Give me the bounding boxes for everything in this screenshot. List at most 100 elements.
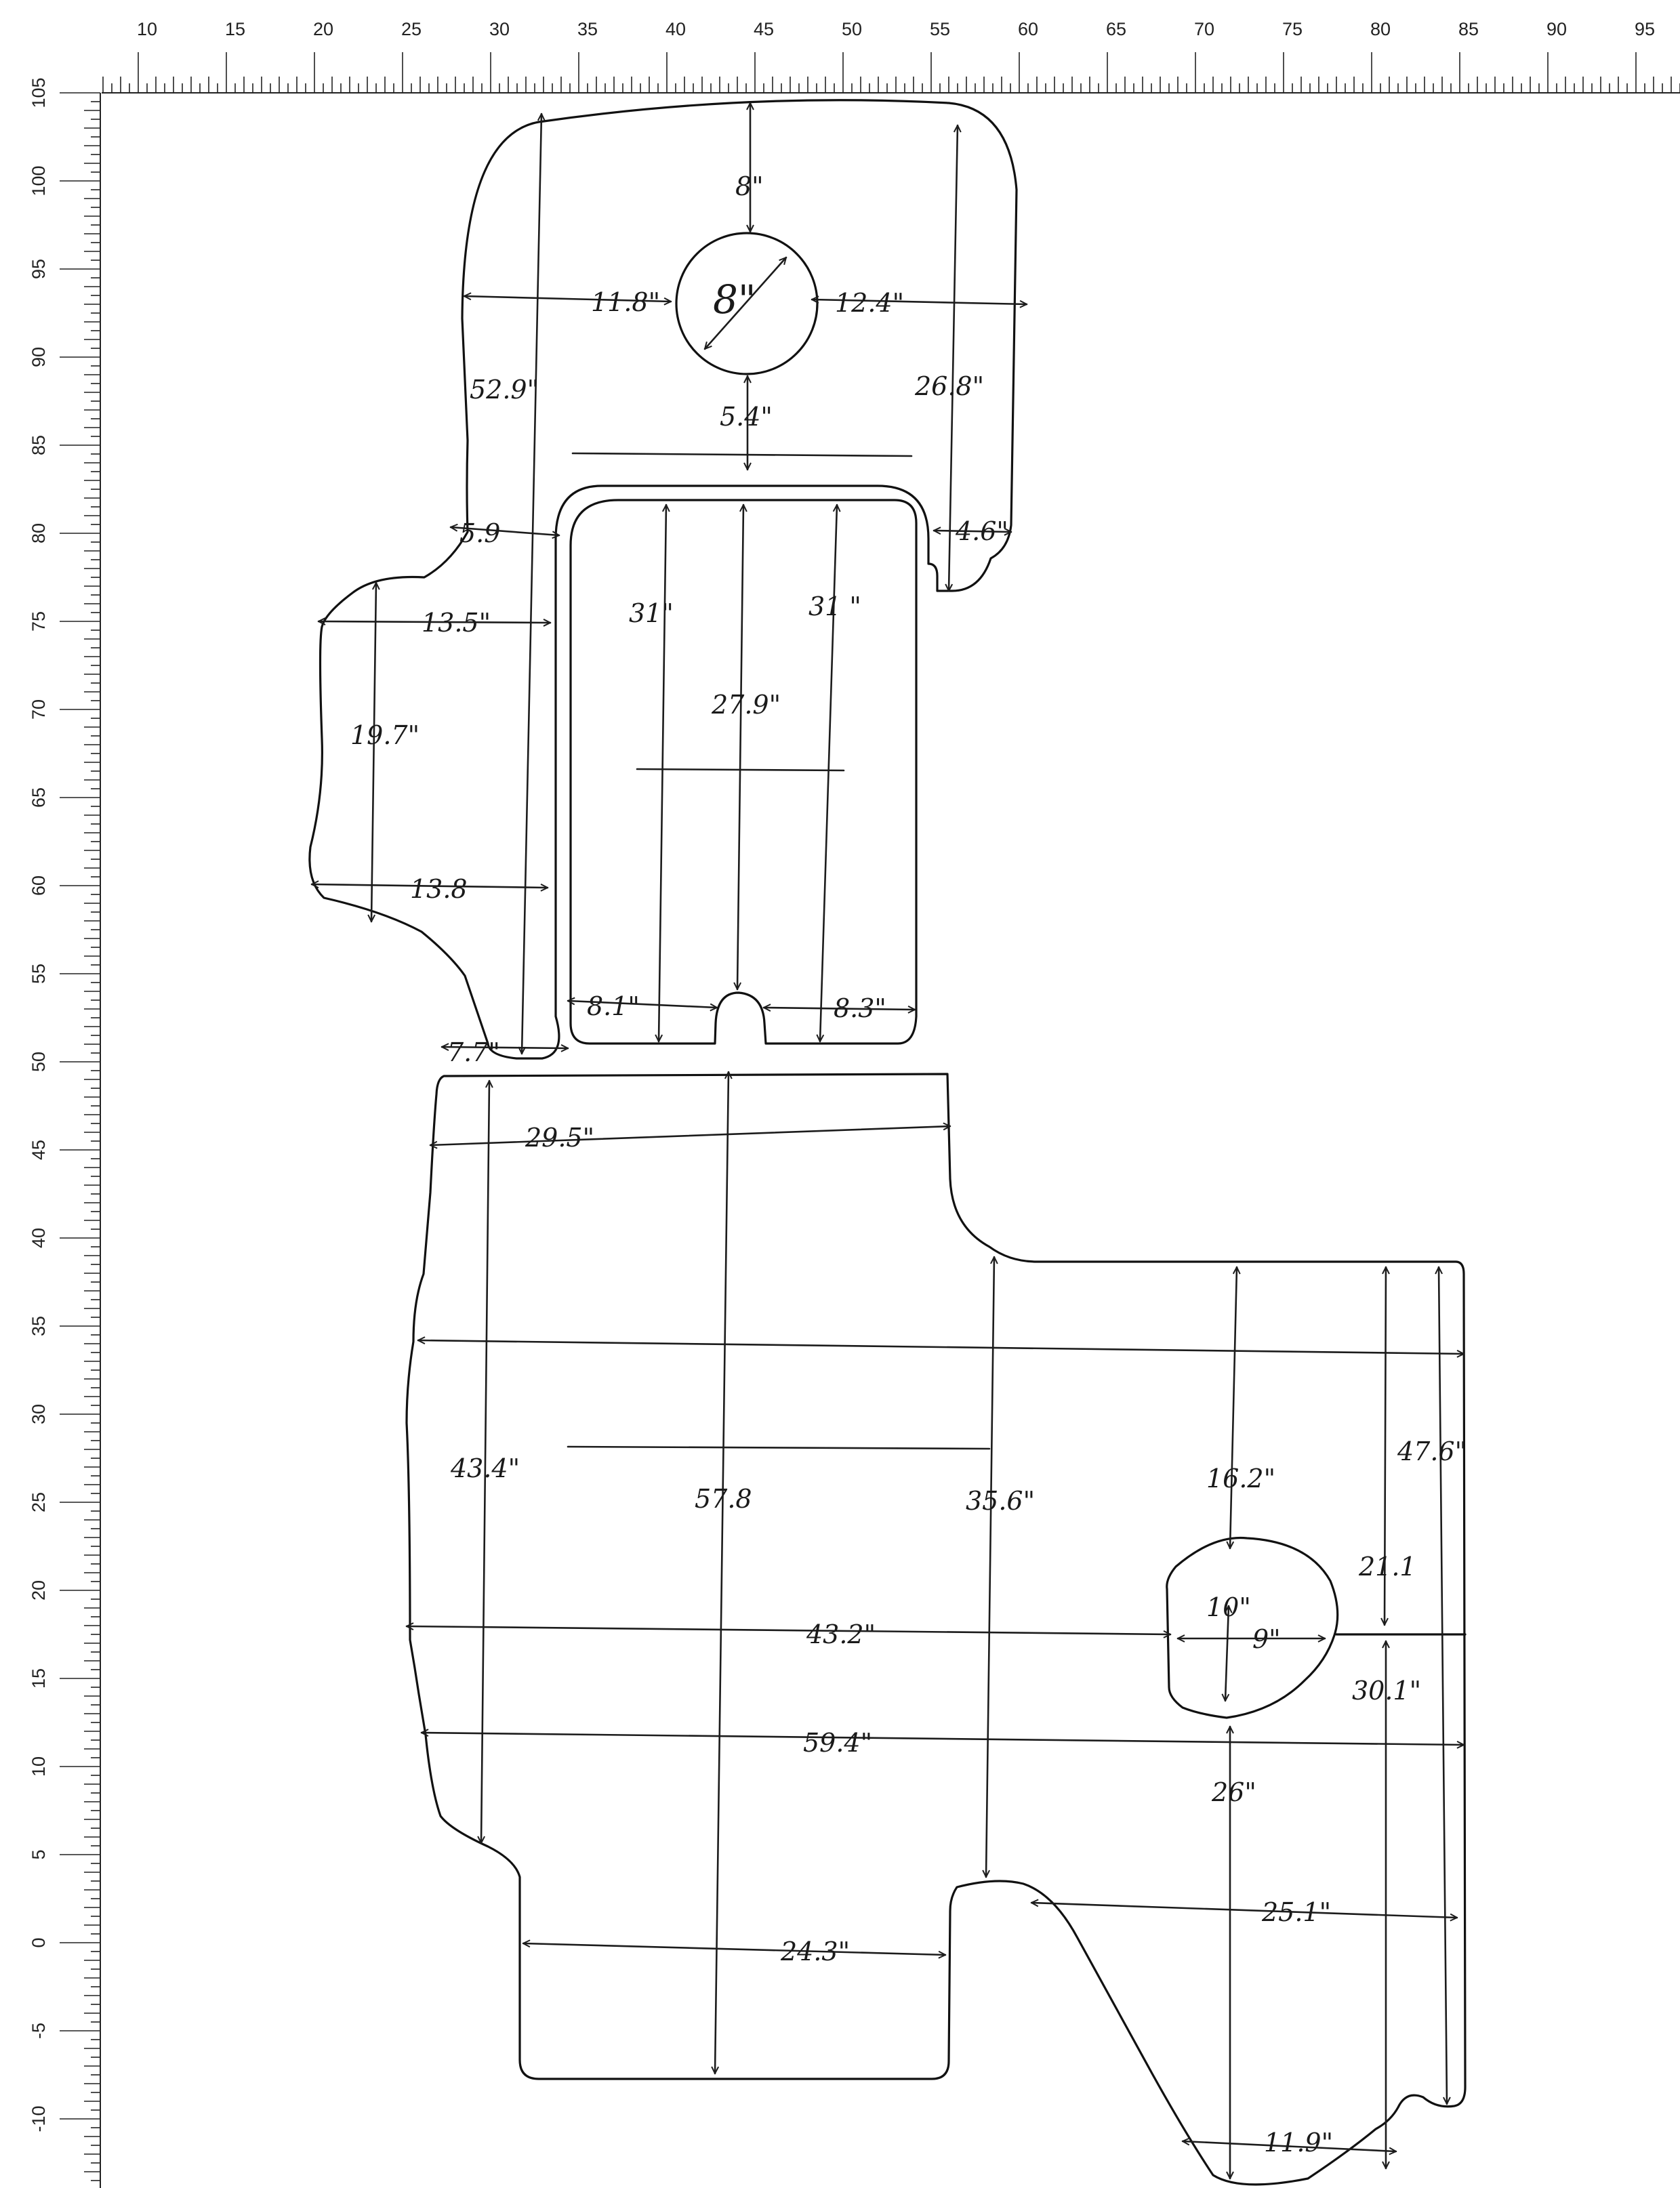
dim-label-30-1: 30.1" — [1352, 1676, 1421, 1706]
dim-label-29-5: 29.5" — [525, 1123, 594, 1153]
dim-line-31-left — [659, 503, 666, 1043]
left-ruler: 105 100 95 90 85 80 75 70 65 60 55 50 45… — [28, 77, 101, 2188]
dim-label-43-4: 43.4" — [450, 1453, 520, 1483]
dim-label-9: 9" — [1252, 1624, 1281, 1654]
left-ruler-label: 105 — [28, 77, 49, 108]
dim-label-5-4: 5.4" — [720, 402, 773, 432]
dim-line-wide-top — [417, 1340, 1465, 1354]
dim-line-10 — [1225, 1605, 1229, 1702]
lower-piece-oval-hole — [1166, 1536, 1339, 1719]
dim-line-59-4 — [420, 1733, 1465, 1745]
top-ruler-label: 80 — [1370, 19, 1391, 39]
top-ruler-label: 40 — [665, 19, 686, 39]
left-ruler-label: 50 — [28, 1052, 49, 1072]
dim-line-52-9 — [522, 112, 541, 1055]
upper-piece-outline — [308, 99, 1018, 1060]
top-ruler-label: 85 — [1458, 19, 1479, 39]
top-ruler-label: 70 — [1194, 19, 1214, 39]
dim-label-16-2: 16.2" — [1206, 1464, 1275, 1493]
dim-label-8-diameter: 8" — [713, 276, 756, 323]
left-ruler-label: -10 — [28, 2105, 49, 2132]
left-ruler-label: 25 — [28, 1492, 49, 1512]
dim-line-8-1 — [567, 1001, 718, 1008]
dim-line-11-9 — [1181, 2141, 1397, 2151]
dim-line-19-7 — [371, 581, 376, 923]
top-ruler: 10 15 20 25 30 35 40 45 50 55 60 65 70 7… — [102, 19, 1680, 94]
top-ruler-label: 55 — [930, 19, 950, 39]
top-ruler-label: 35 — [577, 19, 598, 39]
dim-line-25-1 — [1030, 1903, 1458, 1918]
left-ruler-label: 30 — [28, 1404, 49, 1424]
dim-label-7-7: 7.7" — [447, 1037, 500, 1067]
dim-line-47-6 — [1439, 1266, 1447, 2105]
left-ruler-label: 70 — [28, 699, 49, 720]
dim-label-13-8: 13.8 — [410, 874, 468, 904]
top-ruler-label: 45 — [754, 19, 774, 39]
dim-label-10: 10" — [1206, 1592, 1251, 1622]
left-ruler-label: 75 — [28, 611, 49, 632]
dim-line-8-diameter — [705, 257, 786, 349]
left-ruler-label: 20 — [28, 1580, 49, 1601]
top-ruler-label: 25 — [401, 19, 422, 39]
top-ruler-label: 15 — [225, 19, 245, 39]
top-ruler-label: 20 — [313, 19, 333, 39]
left-ruler-label: 45 — [28, 1140, 49, 1160]
dim-line-7-7 — [441, 1047, 569, 1048]
left-ruler-label: 40 — [28, 1228, 49, 1248]
dim-label-26: 26" — [1211, 1777, 1256, 1807]
top-ruler-ticks — [102, 52, 1680, 93]
left-ruler-label: -5 — [28, 2023, 49, 2039]
dim-line-12-4 — [811, 300, 1028, 304]
left-ruler-label: 95 — [28, 259, 49, 279]
upper-template-piece: 8" 8" 11.8" 12.4" 52.9" 26.8" 5.4" 5.9 4… — [308, 99, 1028, 1067]
dim-label-59-4: 59.4" — [803, 1728, 872, 1758]
dim-line-16-2 — [1230, 1266, 1237, 1550]
dim-line-5-9 — [451, 527, 559, 535]
dim-label-24-3: 24.3" — [780, 1937, 850, 1966]
dim-label-11-8: 11.8" — [591, 287, 660, 317]
dim-line-24-3 — [522, 1943, 947, 1955]
dim-line-5-4-horizontal — [571, 452, 913, 457]
top-ruler-label: 95 — [1635, 19, 1655, 39]
dim-line-29-5 — [429, 1126, 951, 1145]
dim-line-lower-horizontal — [567, 1445, 991, 1450]
dim-label-5-9: 5.9 — [459, 518, 500, 548]
dim-line-57-8 — [715, 1071, 729, 2075]
upper-piece-inner-cutout — [569, 499, 918, 1045]
dim-label-12-4: 12.4" — [835, 288, 904, 318]
dim-line-13-8 — [310, 884, 549, 888]
top-ruler-label: 65 — [1106, 19, 1126, 39]
dim-label-27-9: 27.9" — [711, 690, 781, 720]
dim-label-25-1: 25.1" — [1261, 1897, 1331, 1927]
left-ruler-label: 80 — [28, 523, 49, 543]
dim-label-31-right: 31 " — [808, 592, 861, 621]
top-ruler-label: 30 — [489, 19, 510, 39]
left-ruler-label: 35 — [28, 1316, 49, 1336]
dim-label-8-1: 8.1" — [587, 991, 640, 1021]
top-ruler-label: 75 — [1282, 19, 1303, 39]
dim-line-43-4 — [481, 1079, 489, 1844]
left-ruler-label: 100 — [28, 165, 49, 196]
top-ruler-label: 10 — [137, 19, 157, 39]
left-ruler-label: 65 — [28, 787, 49, 808]
left-ruler-label: 55 — [28, 964, 49, 984]
dim-line-27-9-horizontal — [636, 768, 845, 772]
left-ruler-label: 5 — [28, 1849, 49, 1859]
lower-piece-outline — [405, 1073, 1467, 2186]
dim-label-35-6: 35.6" — [966, 1486, 1035, 1516]
left-ruler-label: 15 — [28, 1668, 49, 1689]
dim-line-35-6 — [986, 1256, 994, 1878]
dim-line-4-6 — [933, 531, 1012, 532]
top-ruler-label: 90 — [1546, 19, 1567, 39]
dim-label-8-top: 8" — [735, 171, 764, 201]
left-ruler-label: 60 — [28, 875, 49, 896]
dim-line-26-8 — [949, 124, 958, 592]
dim-line-31-right — [820, 503, 837, 1043]
dim-label-52-9: 52.9" — [470, 375, 539, 405]
left-ruler-label: 85 — [28, 435, 49, 455]
dim-label-57-8: 57.8 — [695, 1484, 752, 1514]
left-ruler-ticks — [60, 92, 100, 2181]
dim-label-8-3: 8.3" — [834, 993, 886, 1023]
dim-label-31-left: 31" — [629, 598, 674, 628]
